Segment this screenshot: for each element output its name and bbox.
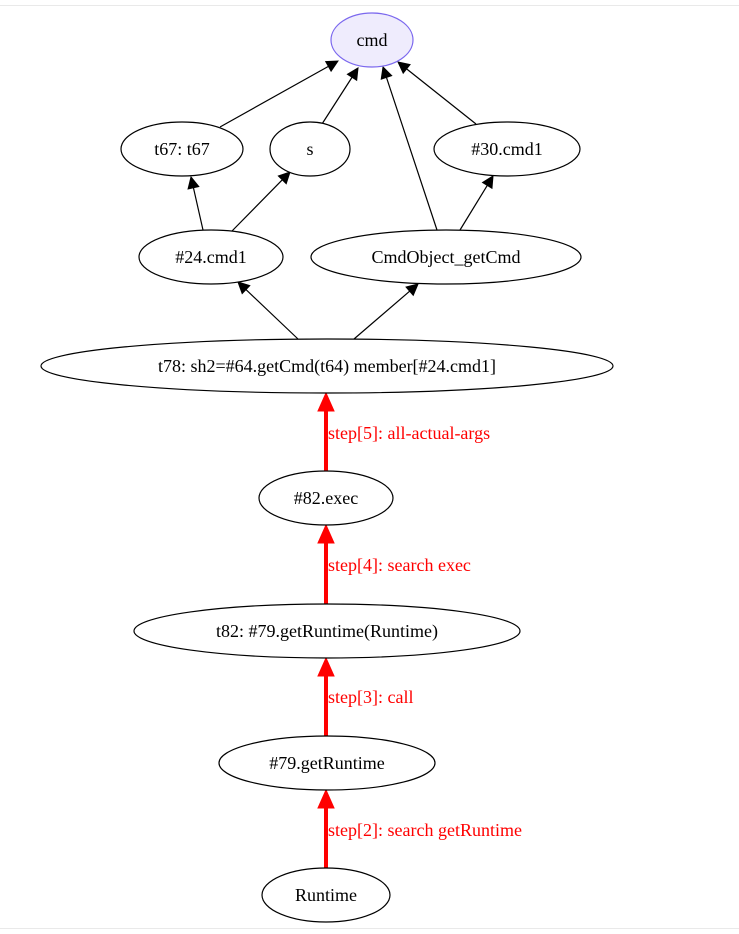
node-label: #82.exec — [294, 488, 358, 508]
edge-s-cmd — [321, 67, 359, 125]
node-s: s — [269, 121, 351, 177]
edge-t82-exec: step[4]: search exec — [317, 523, 471, 604]
node-t67: t67: t67 — [120, 121, 244, 177]
node-label: t67: t67 — [154, 139, 210, 159]
node-shape — [40, 338, 614, 394]
edge-c30-cmd — [397, 61, 477, 125]
edge-line — [321, 76, 353, 125]
node-shape — [218, 735, 436, 791]
node-shape — [138, 229, 284, 285]
edge-t78-c24 — [237, 281, 299, 340]
arrow-head — [317, 391, 335, 412]
edge-line — [231, 179, 283, 232]
node-exec: #82.exec — [258, 470, 394, 526]
edge-line — [353, 290, 411, 340]
node-label: #24.cmd1 — [175, 247, 247, 267]
edge-label: step[3]: call — [328, 687, 413, 707]
node-shape — [133, 603, 521, 659]
node-label: #79.getRuntime — [269, 753, 385, 773]
node-label: #30.cmd1 — [471, 139, 543, 159]
arrow-head — [405, 283, 419, 297]
edge-rt-gr: step[2]: search getRuntime — [317, 788, 522, 868]
top-border — [0, 5, 739, 6]
node-label: t82: #79.getRuntime(Runtime) — [216, 621, 438, 642]
node-t78: t78: sh2=#64.getCmd(t64) member[#24.cmd1… — [40, 338, 614, 394]
node-shape — [310, 229, 582, 285]
edge-cog-c30 — [459, 175, 494, 231]
node-label: t78: sh2=#64.getCmd(t64) member[#24.cmd1… — [158, 356, 496, 377]
node-cog: CmdObject_getCmd — [310, 229, 582, 285]
edge-gr-t82: step[3]: call — [317, 656, 413, 736]
node-label: CmdObject_getCmd — [372, 247, 521, 267]
arrow-head — [277, 171, 291, 185]
node-shape — [120, 121, 244, 177]
node-cmd: cmd — [330, 12, 414, 68]
edge-line — [192, 187, 204, 231]
node-label: s — [306, 139, 313, 159]
arrow-head — [187, 175, 200, 190]
node-shape — [258, 470, 394, 526]
edge-label: step[5]: all-actual-args — [328, 423, 490, 443]
arrow-head — [317, 656, 335, 677]
arrow-head — [237, 281, 251, 295]
node-shape — [330, 12, 414, 68]
node-c24: #24.cmd1 — [138, 229, 284, 285]
bottom-border — [0, 928, 739, 929]
node-rt: Runtime — [261, 867, 391, 923]
node-shape — [261, 867, 391, 923]
node-shape — [433, 121, 581, 177]
edge-label: step[2]: search getRuntime — [328, 820, 522, 840]
node-label: Runtime — [295, 885, 357, 905]
edge-line — [459, 185, 488, 231]
arrow-head — [324, 60, 339, 73]
edge-label: step[4]: search exec — [328, 555, 471, 575]
edge-t67-cmd — [219, 60, 339, 128]
arrow-head — [346, 67, 359, 82]
arrow-head — [317, 788, 335, 809]
arrow-head — [380, 65, 393, 80]
edge-line — [245, 289, 299, 340]
node-t82: t82: #79.getRuntime(Runtime) — [133, 603, 521, 659]
edge-t78-cog — [353, 283, 419, 340]
node-c30: #30.cmd1 — [433, 121, 581, 177]
edge-c24-s — [231, 171, 291, 232]
edge-line — [406, 68, 477, 125]
edge-c24-t67 — [187, 175, 204, 231]
arrow-head — [481, 175, 494, 190]
node-shape — [269, 121, 351, 177]
node-label: cmd — [357, 30, 388, 50]
edge-cog-cmd — [380, 65, 438, 231]
arrow-head — [317, 523, 335, 544]
arrow-head — [397, 61, 411, 75]
node-gr: #79.getRuntime — [218, 735, 436, 791]
edge-line — [385, 77, 438, 231]
edge-line — [219, 65, 329, 128]
edge-exec-t78: step[5]: all-actual-args — [317, 391, 490, 471]
